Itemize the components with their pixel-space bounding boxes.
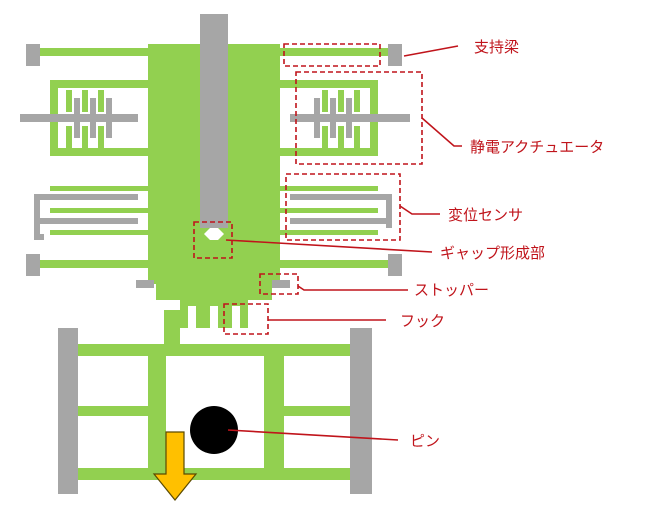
lower-frame-top [78, 344, 350, 356]
left-actuator-frame-top [50, 80, 148, 88]
right-actuator-finger [338, 126, 344, 148]
right-sensor-line [280, 186, 378, 191]
hook-left-arm [180, 298, 188, 328]
left-actuator-finger [66, 90, 72, 112]
right-actuator-gray-finger [314, 98, 320, 114]
left-sensor-bracket-bottom [34, 234, 44, 240]
left-actuator-gray-finger [106, 122, 112, 138]
left-actuator-gray-finger [74, 98, 80, 114]
anchor-top-left [26, 44, 40, 66]
left-actuator-gray-finger [106, 98, 112, 114]
hook-connector [164, 310, 180, 344]
right-sensor-bracket-mid [290, 218, 392, 224]
leader-support-beam [403, 45, 459, 57]
lower-frame-right-col [264, 344, 284, 480]
stopper-block [156, 284, 272, 300]
left-actuator-gray-finger [74, 122, 80, 138]
right-actuator-spine [290, 114, 410, 122]
left-actuator-spine [20, 114, 138, 122]
right-actuator-gray-finger [346, 122, 352, 138]
hook-stem-left [196, 300, 210, 328]
anchor-bottom-left [26, 254, 40, 276]
pin-circle [190, 406, 238, 454]
stopper-left [136, 280, 154, 288]
stopper-right [272, 280, 290, 288]
leader-gap [225, 239, 433, 253]
gap-notch [204, 228, 224, 240]
lower-anchor-right [350, 328, 372, 494]
box-sensor [285, 173, 401, 241]
right-actuator-finger [354, 90, 360, 112]
left-actuator-gray-finger [90, 98, 96, 114]
right-actuator-gray-finger [346, 98, 352, 114]
left-sensor-line [50, 230, 148, 235]
support-beam-bottom-right [280, 260, 388, 268]
label-actuator: 静電アクチュエータ [470, 138, 605, 156]
right-actuator-gray-finger [330, 122, 336, 138]
left-sensor-bracket-mid [34, 218, 138, 224]
leader-lines [225, 45, 462, 441]
right-actuator-finger [322, 126, 328, 148]
plate-lower-bar [148, 272, 280, 284]
left-sensor-line [50, 208, 148, 213]
hook-right-arm [240, 298, 248, 328]
leader-sensor [399, 205, 440, 215]
left-sensor-line [50, 186, 148, 191]
hook-stem-right [218, 300, 232, 328]
label-stopper: ストッパー [414, 281, 490, 299]
box-hook [223, 303, 269, 335]
support-beam-bottom-left [38, 260, 148, 268]
label-pin: ピン [410, 432, 441, 450]
down-arrow-icon [152, 431, 198, 501]
right-sensor-line [280, 230, 378, 235]
leader-pin [227, 429, 399, 441]
label-sensor: 変位センサ [448, 206, 524, 224]
right-actuator-frame-bottom [280, 148, 378, 156]
leader-stopper [297, 285, 408, 291]
left-sensor-bracket-side [34, 194, 40, 240]
box-support-beam [283, 43, 381, 67]
left-actuator-finger [82, 90, 88, 112]
label-support-beam: 支持梁 [474, 38, 520, 56]
left-actuator-frame-bottom [50, 148, 148, 156]
hook-top [180, 298, 248, 306]
leader-actuator [421, 117, 462, 147]
lower-anchor-left [58, 328, 78, 494]
left-actuator-finger [98, 126, 104, 148]
right-actuator-gray-finger [330, 98, 336, 114]
central-plate-bottom [148, 240, 280, 272]
right-actuator-finger [338, 90, 344, 112]
left-actuator-finger [82, 126, 88, 148]
left-sensor-bracket-top [34, 194, 138, 200]
right-sensor-line [280, 208, 378, 213]
left-actuator-finger [98, 90, 104, 112]
label-hook: フック [400, 312, 446, 330]
gray-anchors [20, 14, 410, 494]
right-actuator-finger [354, 126, 360, 148]
right-sensor-bracket-top [290, 194, 392, 200]
label-gap: ギャップ形成部 [440, 244, 546, 262]
lower-frame-left-col [148, 344, 166, 480]
push-rod [200, 14, 228, 228]
box-stopper [259, 273, 299, 295]
right-sensor-bracket-side [386, 194, 392, 228]
right-actuator-finger [322, 90, 328, 112]
left-actuator-gray-finger [90, 122, 96, 138]
right-actuator-frame-top [280, 80, 378, 88]
left-actuator-finger [66, 126, 72, 148]
anchor-bottom-right [388, 254, 402, 276]
lower-frame-bottom [78, 468, 350, 480]
support-beam-top-left [38, 48, 148, 56]
anchor-top-right [388, 44, 402, 66]
support-beam-top-right [280, 48, 388, 56]
right-actuator-gray-finger [314, 122, 320, 138]
